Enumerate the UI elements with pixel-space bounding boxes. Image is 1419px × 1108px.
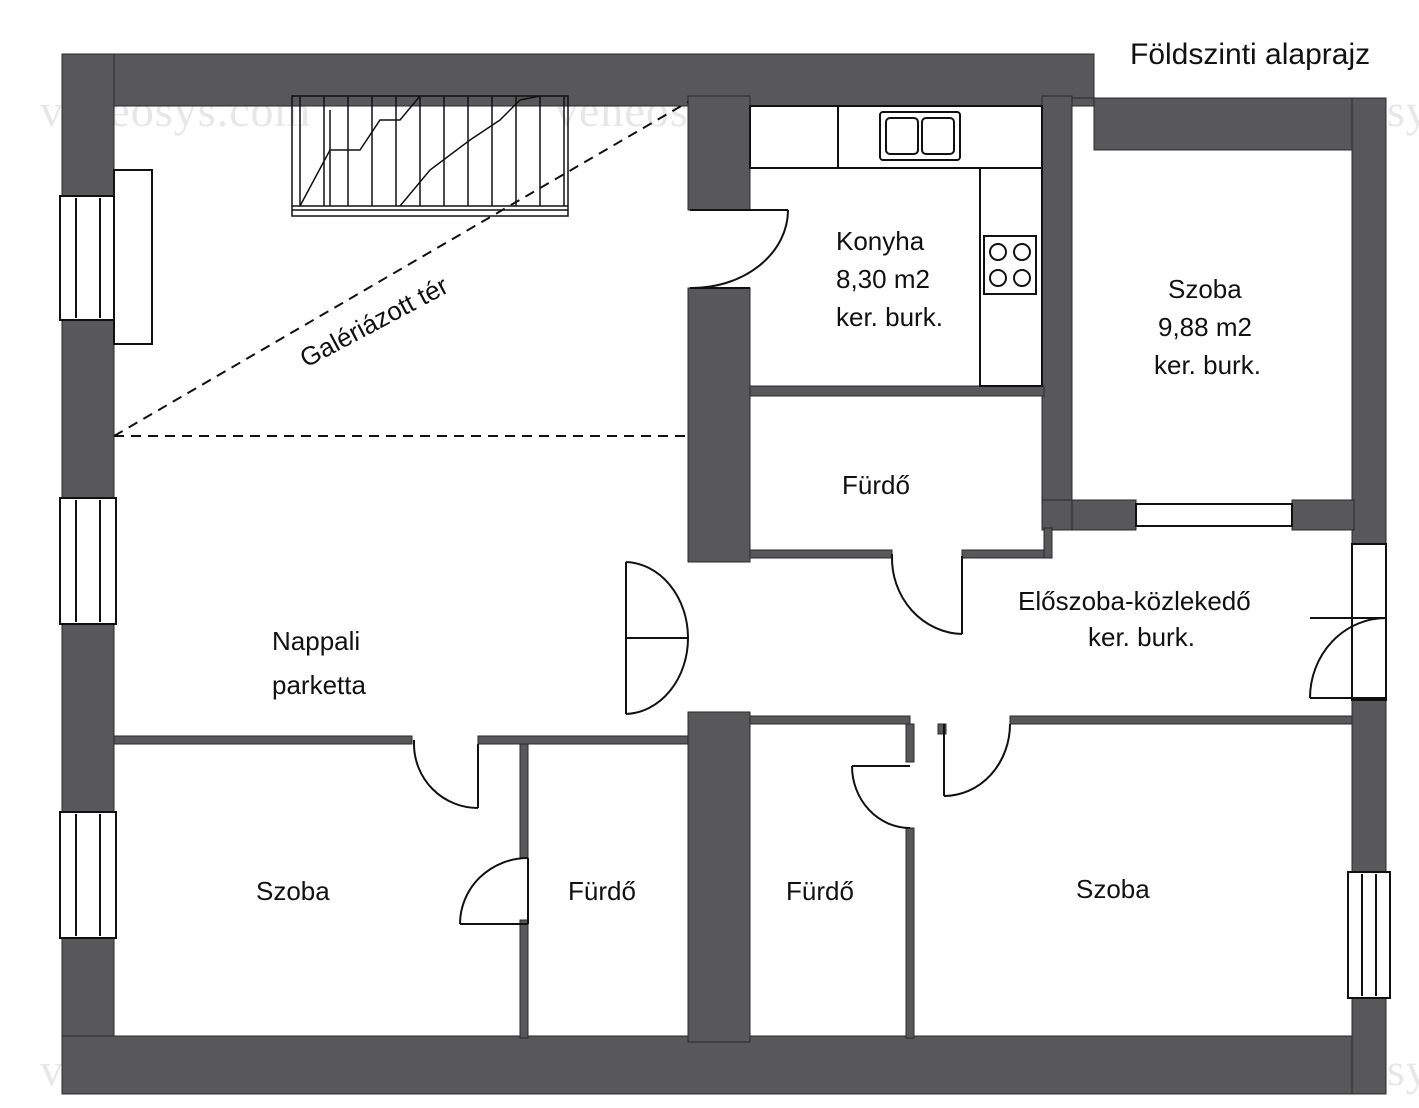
- door-living-double: [625, 561, 689, 715]
- living-floor: parketta: [272, 670, 366, 700]
- doors: [413, 209, 1387, 925]
- bath-center-name: Fürdő: [842, 470, 910, 500]
- stairs: [291, 95, 569, 217]
- wall-cabinet: [113, 169, 153, 345]
- bath-sw-name: Fürdő: [568, 876, 636, 906]
- window-east: [1347, 871, 1391, 999]
- kitchen-fixtures: [749, 105, 1043, 387]
- door-bath-se: [851, 765, 911, 829]
- window-west-1: [59, 195, 117, 321]
- door-room-sw: [413, 740, 479, 809]
- stove-icon: [983, 235, 1037, 295]
- gallery-outline: [113, 101, 689, 437]
- bath-se-name: Fürdő: [786, 876, 854, 906]
- door-room-se: [943, 723, 1011, 797]
- room-ne-name: Szoba: [1168, 274, 1242, 304]
- room-sw-name: Szoba: [256, 876, 330, 906]
- kitchen-name: Konyha: [836, 226, 925, 256]
- windows: [59, 195, 1391, 999]
- hall-floor: ker. burk.: [1088, 622, 1195, 652]
- living-name: Nappali: [272, 626, 360, 656]
- window-west-3: [59, 811, 117, 939]
- interior-walls: [687, 95, 1355, 1043]
- gallery-label: Galériázott tér: [295, 270, 454, 373]
- room-ne-area: 9,88 m2: [1158, 312, 1252, 342]
- kitchen-area: 8,30 m2: [836, 264, 930, 294]
- door-kitchen: [689, 209, 789, 290]
- hall-name: Előszoba-közlekedő: [1018, 586, 1251, 616]
- partitions: [113, 385, 1353, 1039]
- room-ne-floor: ker. burk.: [1154, 350, 1261, 380]
- window-ne-room: [1135, 503, 1293, 527]
- kitchen-floor: ker. burk.: [836, 302, 943, 332]
- window-west-2: [59, 497, 117, 625]
- sink-icon: [879, 111, 961, 161]
- door-bath-center: [890, 554, 963, 635]
- room-se-name: Szoba: [1076, 874, 1150, 904]
- kitchen-cabinet-corner: [749, 105, 839, 169]
- window-hall-east: [1351, 543, 1387, 701]
- door-entrance: [1309, 617, 1387, 699]
- plan-title: Földszinti alaprajz: [1130, 38, 1370, 71]
- door-bath-sw: [459, 857, 529, 925]
